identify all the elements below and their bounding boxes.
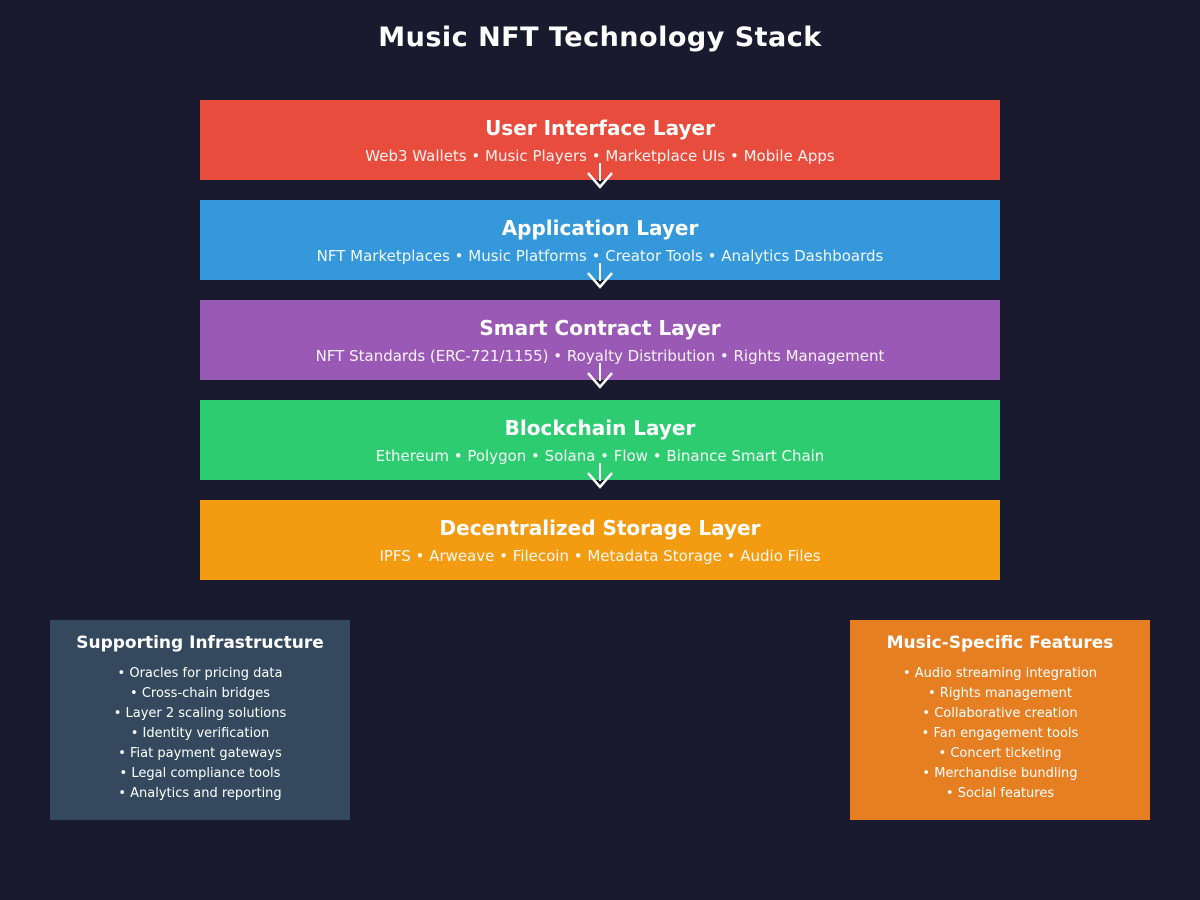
supporting-infrastructure-title: Supporting Infrastructure [76,633,324,653]
supporting-infrastructure-box: Supporting Infrastructure • Oracles for … [50,620,350,820]
layer-title: Smart Contract Layer [479,315,721,340]
layer-title: Decentralized Storage Layer [439,515,761,540]
layer-title: Application Layer [501,215,699,240]
layer-items: Ethereum • Polygon • Solana • Flow • Bin… [375,446,825,465]
layer-items: IPFS • Arweave • Filecoin • Metadata Sto… [379,546,821,565]
stack-diagram: User Interface Layer Web3 Wallets • Musi… [200,100,1000,580]
layer-smart-contract: Smart Contract Layer NFT Standards (ERC-… [200,300,1000,380]
supporting-infrastructure-list: • Oracles for pricing data • Cross-chain … [50,664,350,804]
bullet-item: • Collaborative creation [922,706,1078,721]
bullet-item: • Oracles for pricing data [117,666,283,681]
layer-user-interface: User Interface Layer Web3 Wallets • Musi… [200,100,1000,180]
layer-items: NFT Standards (ERC-721/1155) • Royalty D… [315,346,885,365]
layer-items: NFT Marketplaces • Music Platforms • Cre… [316,246,884,265]
bullet-item: • Audio streaming integration [902,666,1098,681]
bullet-item: • Cross-chain bridges [130,686,270,701]
bullet-item: • Fan engagement tools [921,726,1079,741]
bullet-item: • Rights management [927,686,1073,701]
bullet-item: • Identity verification [130,726,270,741]
layer-title: User Interface Layer [485,115,715,140]
layer-title: Blockchain Layer [504,415,696,440]
layer-decentralized-storage: Decentralized Storage Layer IPFS • Arwea… [200,500,1000,580]
music-features-title: Music-Specific Features [886,633,1114,653]
music-features-list: • Audio streaming integration • Rights ma… [850,664,1150,804]
bullet-item: • Fiat payment gateways [118,746,282,761]
music-features-box: Music-Specific Features • Audio streamin… [850,620,1150,820]
bullet-item: • Layer 2 scaling solutions [113,706,287,721]
page-title: Music NFT Technology Stack [378,22,822,53]
layer-application: Application Layer NFT Marketplaces • Mus… [200,200,1000,280]
bullet-item: • Merchandise bundling [922,766,1078,781]
bullet-item: • Analytics and reporting [118,786,282,801]
bullet-item: • Concert ticketing [938,746,1062,761]
layer-items: Web3 Wallets • Music Players • Marketpla… [365,146,835,165]
layer-blockchain: Blockchain Layer Ethereum • Polygon • So… [200,400,1000,480]
bullet-item: • Legal compliance tools [119,766,281,781]
bullet-item: • Social features [945,786,1055,801]
